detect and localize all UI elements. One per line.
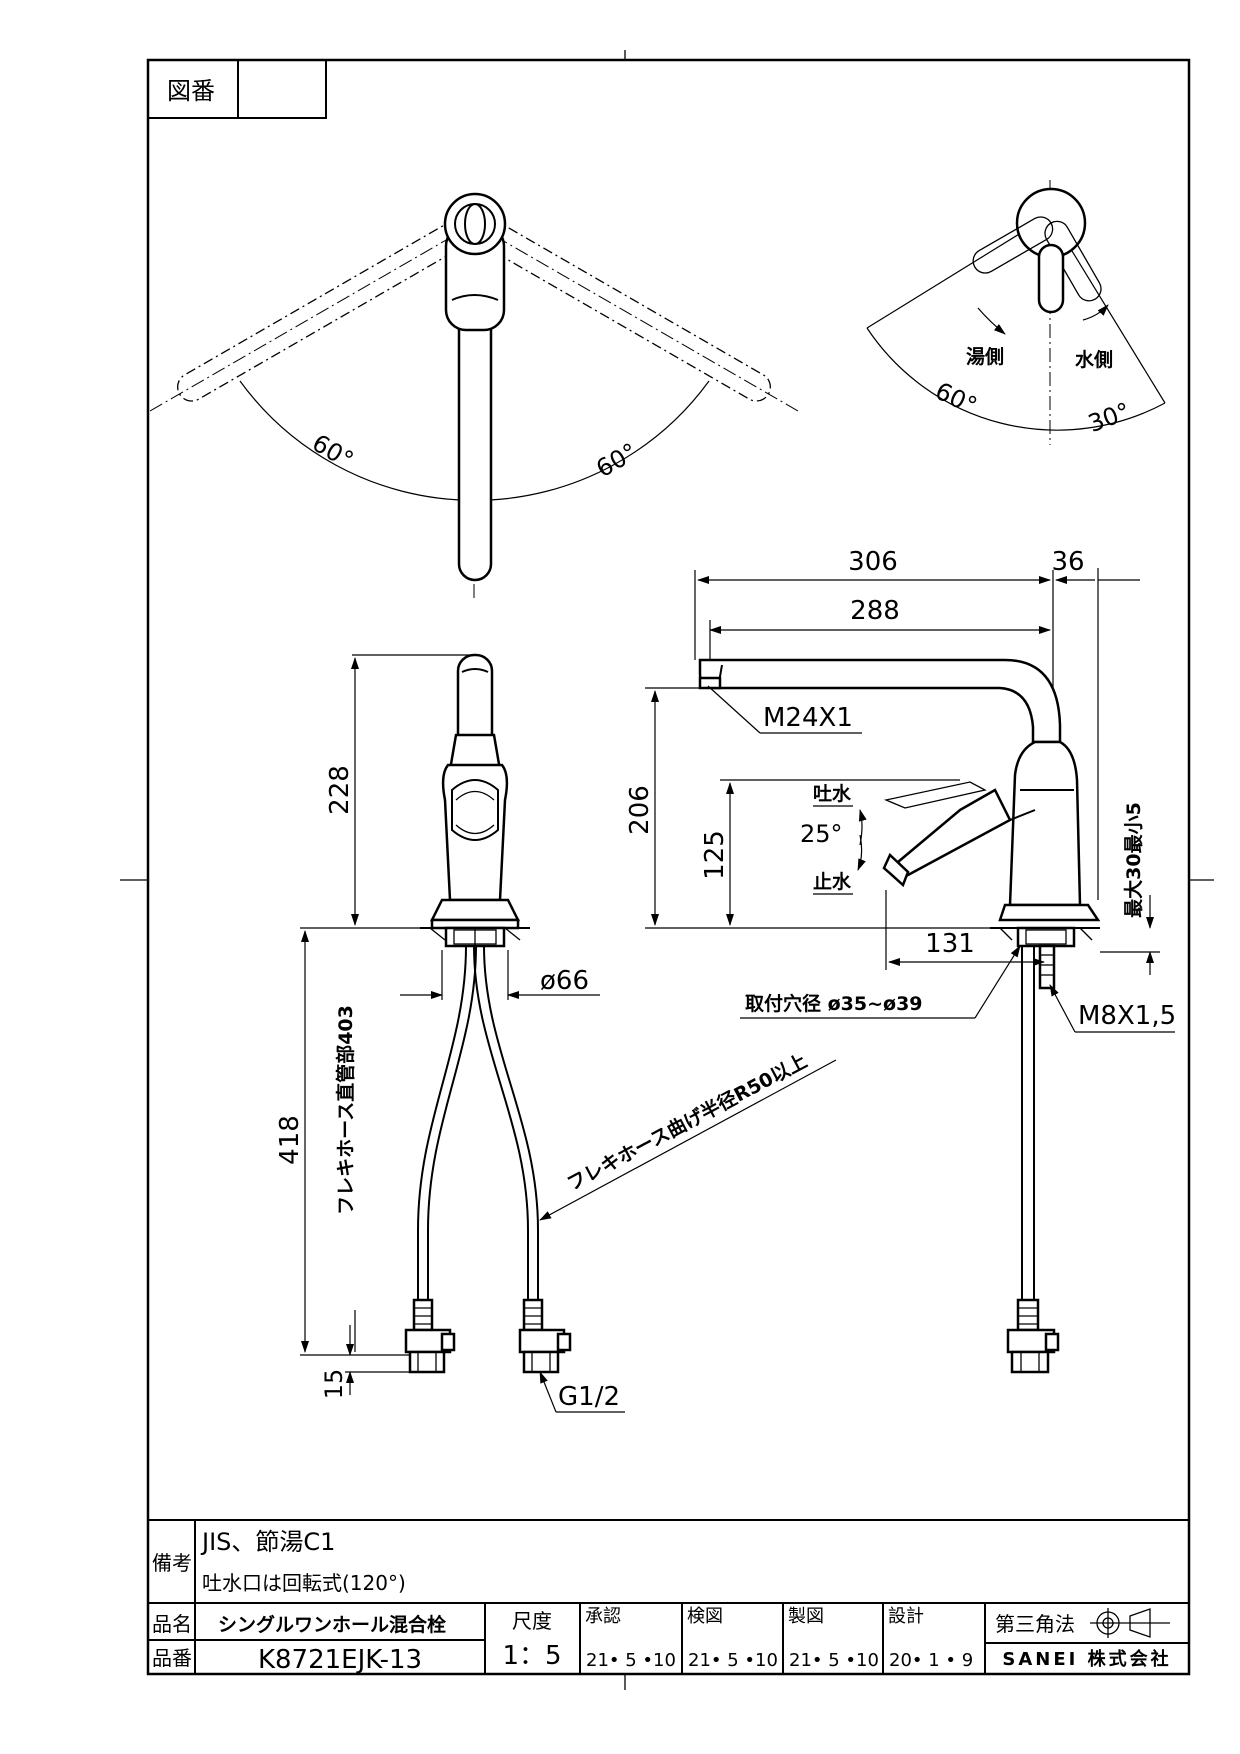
top-right-angle: 60°	[591, 438, 642, 484]
mount-hole-label: 取付穴径 ø35~ø39	[745, 992, 923, 1015]
checked-label: 検図	[687, 1606, 723, 1627]
lever-height-125: 125	[700, 830, 730, 880]
drawn-date: 21• 5 •10	[789, 1650, 879, 1671]
front-bottom-15: 15	[320, 1369, 348, 1400]
designed-date: 20• 1 • 9	[889, 1650, 973, 1671]
hot-angle: 60°	[931, 377, 981, 420]
checked-date: 21• 5 •10	[688, 1650, 778, 1671]
diameter-66: ø66	[540, 966, 589, 996]
company-name: SANEI 株式会社	[1002, 1648, 1171, 1670]
scale-label: 尺度	[512, 1609, 552, 1633]
approved-label: 承認	[585, 1606, 621, 1627]
reach-306: 306	[848, 547, 898, 577]
lever-close-label: 止水	[813, 871, 852, 893]
drawing-number-box: 図番	[147, 59, 327, 119]
projection-label: 第三角法	[995, 1612, 1075, 1636]
remarks-label: 備考	[152, 1551, 192, 1575]
handle-top-view: 湯側 水側 60° 30°	[866, 180, 1166, 445]
product-name-label: 品名	[152, 1612, 192, 1636]
product-no: K8721EJK-13	[258, 1645, 422, 1675]
cold-angle: 30°	[1084, 397, 1134, 438]
top-left-angle: 60°	[307, 429, 358, 475]
thread-g12: G1/2	[558, 1382, 620, 1412]
cold-side-label: 水側	[1075, 349, 1113, 371]
third-angle-projection-icon	[1090, 1608, 1170, 1638]
flexi-straight-label: フレキホース直管部403	[334, 1005, 357, 1215]
front-total-418: 418	[275, 1115, 305, 1165]
reach-288: 288	[850, 596, 900, 626]
base-offset-131: 131	[925, 929, 975, 959]
flexi-bend-label: フレキホース曲げ半径R50以上	[563, 1049, 811, 1195]
side-view: 306 36 288	[625, 547, 1176, 1374]
reach-36: 36	[1051, 547, 1084, 577]
front-view: 228 418 フレキホース直管部403 15	[275, 653, 837, 1413]
remarks-line1: JIS、節湯C1	[200, 1528, 335, 1556]
drawing-frame	[146, 58, 1191, 1676]
scale-value: 1：5	[502, 1641, 561, 1671]
hot-side-label: 湯側	[966, 346, 1004, 368]
drawn-label: 製図	[788, 1606, 824, 1627]
counter-thickness: 最大30最小5	[1122, 802, 1145, 918]
spout-thread: M24X1	[763, 703, 853, 733]
product-no-label: 品番	[152, 1646, 192, 1670]
approved-date: 21• 5 •10	[586, 1650, 676, 1671]
top-view-spout-rotation: 60° 60°	[149, 192, 799, 600]
lever-open-label: 吐水	[813, 783, 852, 805]
lever-angle: 25°	[800, 820, 843, 848]
title-block: 備考 JIS、節湯C1 吐水口は回転式(120°) 品名 シングルワンホール混合…	[148, 1519, 1189, 1675]
side-height-206: 206	[625, 785, 655, 835]
product-name: シングルワンホール混合栓	[218, 1613, 446, 1636]
drawing-number-label: 図番	[167, 77, 215, 105]
bolt-thread: M8X1,5	[1078, 1001, 1176, 1031]
designed-label: 設計	[888, 1606, 924, 1627]
front-height-228: 228	[325, 765, 355, 815]
remarks-line2: 吐水口は回転式(120°)	[202, 1571, 406, 1595]
